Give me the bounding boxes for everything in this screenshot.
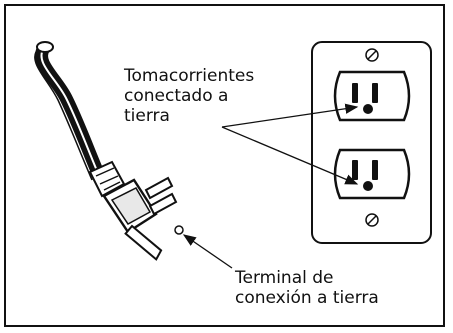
- outlet-label: Tomacorrientes conectado a tierra: [124, 66, 254, 126]
- terminal-label-line-2: conexión a tierra: [235, 288, 379, 308]
- outlet-arrows: [221, 103, 359, 185]
- outlet-label-line-3: tierra: [124, 106, 170, 126]
- wall-outlet: [311, 41, 432, 244]
- upper-receptacle: [333, 70, 411, 122]
- power-cord: [34, 41, 107, 185]
- three-prong-plug: [88, 160, 184, 261]
- outlet-label-line-1: Tomacorrientes: [124, 66, 255, 86]
- terminal-arrow: [182, 234, 233, 269]
- outlet-label-line-2: conectado a: [124, 86, 229, 106]
- lower-receptacle: [333, 148, 411, 200]
- terminal-label-line-1: Terminal de: [235, 268, 334, 288]
- terminal-label: Terminal de conexión a tierra: [235, 268, 379, 308]
